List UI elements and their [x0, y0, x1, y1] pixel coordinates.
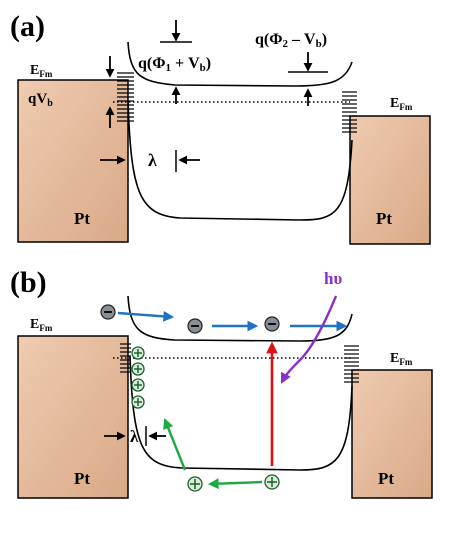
panel-a: (a) Pt Pt EFm	[10, 10, 431, 245]
hole-arrow-1	[207, 478, 263, 490]
electrons	[100, 304, 280, 334]
conduction-band-a	[127, 41, 353, 87]
photon-arrow	[280, 295, 338, 384]
metal-left-b-label: Pt	[74, 469, 90, 488]
holes-interface	[131, 346, 145, 409]
metal-left-a-label: Pt	[74, 209, 90, 228]
interface-states-right-a	[342, 91, 357, 133]
metal-right-a	[349, 115, 431, 245]
interface-states-left-a	[117, 72, 134, 122]
efm-right-a-label: EFm	[390, 96, 413, 112]
interface-states-left-b	[120, 343, 131, 373]
hole-interface-4	[131, 395, 145, 409]
hole-interface-3	[131, 378, 145, 392]
hole-vb-2	[264, 474, 280, 490]
metal-right-b-label: Pt	[378, 469, 394, 488]
metal-right-a-label: Pt	[376, 209, 392, 228]
metal-left-b	[17, 335, 129, 499]
efm-left-a-label: EFm	[30, 63, 53, 79]
electron-arrow-1	[117, 310, 175, 322]
hole-interface-2	[131, 362, 145, 376]
valence-band-b	[129, 355, 353, 471]
photon-label: hυ	[324, 269, 342, 288]
metal-right-b	[351, 369, 433, 499]
barrier1-label: q(Φ1 + Vb)	[138, 55, 211, 74]
lambda-b-label: λ	[130, 427, 139, 446]
valence-band-a	[127, 99, 353, 221]
efm-left-b-label: EFm	[30, 317, 53, 333]
hole-arrow-2	[163, 417, 187, 471]
barrier2-label: q(Φ2 – Vb)	[255, 31, 327, 50]
interface-states-right-b	[344, 345, 359, 383]
panel-b: (b) Pt Pt EFm EFm hυ	[10, 266, 433, 499]
hole-vb-1	[187, 476, 203, 492]
hole-interface-1	[131, 346, 145, 360]
qvb-label: qVb	[28, 91, 53, 109]
lambda-a-label: λ	[148, 150, 157, 170]
panel-b-label: (b)	[10, 266, 47, 299]
panel-a-label: (a)	[10, 10, 45, 43]
efm-right-b-label: EFm	[390, 351, 413, 367]
